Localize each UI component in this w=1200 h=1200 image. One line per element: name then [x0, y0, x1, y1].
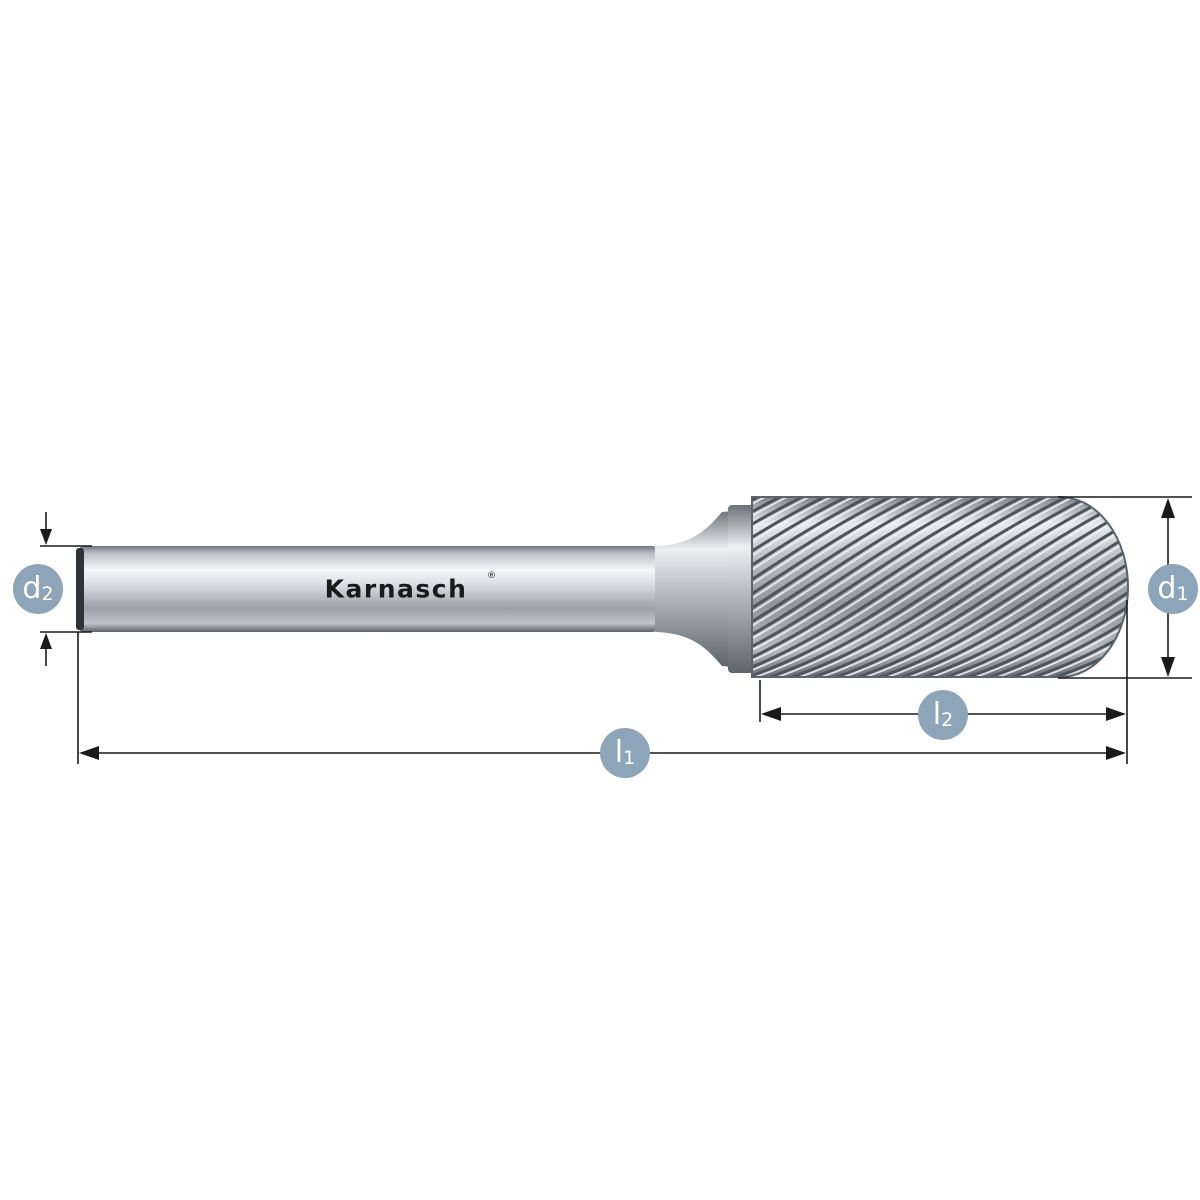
flute-edge: [752, 497, 829, 677]
flute-edge: [752, 497, 917, 677]
flute-highlight: [752, 497, 836, 677]
flute-edge: [915, 497, 1128, 677]
l2-arrow-right: [1106, 707, 1126, 721]
flute-highlight: [900, 497, 1128, 677]
d1-arrow-top: [1161, 498, 1175, 518]
svg-text:l2: l2: [933, 697, 953, 732]
flute-highlight: [1032, 497, 1128, 677]
flute-edge: [752, 497, 1005, 677]
flute-edge: [752, 497, 807, 677]
svg-text:d1: d1: [1157, 571, 1188, 606]
flute-highlight: [1010, 497, 1128, 677]
flute-edge: [871, 497, 1128, 677]
l1-label: l: [615, 735, 623, 770]
d2-label: d: [22, 571, 41, 606]
d2-subscript: 2: [41, 583, 53, 605]
flute-edge: [752, 497, 983, 677]
l2-arrow-left: [761, 707, 781, 721]
l2-label: l: [933, 697, 941, 732]
brand-registered-mark: ®: [487, 571, 496, 581]
flute-highlight: [752, 497, 814, 677]
d2-badge: d2: [13, 564, 63, 614]
flute-edge: [937, 497, 1128, 677]
svg-text:d2: d2: [22, 571, 53, 606]
l1-badge: l1: [600, 728, 650, 778]
l2-subscript: 2: [941, 709, 953, 731]
flute-highlight: [988, 497, 1128, 677]
flute-edge: [752, 497, 1071, 677]
l2-badge: l2: [918, 690, 968, 740]
d2-arrow-bottom: [40, 633, 52, 649]
flute-highlight: [752, 497, 902, 677]
flute-edge: [783, 497, 1115, 677]
flute-edge: [752, 497, 895, 677]
flute-edge: [752, 497, 961, 677]
shank-end-face: [76, 548, 84, 630]
flute-edge: [1047, 497, 1128, 677]
flute-highlight: [944, 497, 1128, 677]
flute-edge: [981, 497, 1128, 677]
flute-highlight: [856, 497, 1128, 677]
flute-highlight: [752, 497, 1078, 677]
d2-arrow-top: [40, 529, 52, 545]
flute-edge: [1025, 497, 1128, 677]
collar: [728, 505, 754, 673]
neck: [655, 510, 742, 668]
d1-arrow-bottom: [1161, 657, 1175, 677]
flute-highlight: [878, 497, 1128, 677]
flute-highlight: [752, 497, 968, 677]
flute-highlight: [768, 497, 1100, 677]
l1-subscript: 1: [623, 747, 635, 769]
flute-highlight: [966, 497, 1128, 677]
flute-edge: [959, 497, 1128, 677]
flute-edge: [761, 497, 1093, 677]
d1-label: d: [1157, 571, 1176, 606]
d1-badge: d1: [1148, 564, 1198, 614]
svg-text:l1: l1: [615, 735, 635, 770]
d1-subscript: 1: [1176, 583, 1188, 605]
flute-highlight: [752, 497, 1034, 677]
shank: [78, 546, 658, 632]
flute-highlight: [752, 497, 946, 677]
cutting-head-outline: [751, 496, 1129, 678]
flute-highlight: [752, 497, 880, 677]
flute-highlight: [752, 497, 1056, 677]
flute-edge: [849, 497, 1128, 677]
flute-highlight: [790, 497, 1122, 677]
flute-highlight: [752, 497, 1012, 677]
flute-highlight: [752, 497, 924, 677]
carbide-burr: Karnasch ®: [76, 496, 1129, 678]
flute-edge: [1003, 497, 1128, 677]
flute-highlight: [922, 497, 1128, 677]
flute-edge: [752, 497, 1027, 677]
flute-highlight: [752, 497, 858, 677]
flute-highlight: [812, 497, 1128, 677]
flute-edge: [752, 497, 873, 677]
flute-edge: [752, 497, 939, 677]
flute-edge: [805, 497, 1128, 677]
brand-logo: Karnasch: [325, 575, 468, 604]
flute-edge: [752, 497, 1049, 677]
l1-arrow-left: [79, 746, 99, 760]
flute-edge: [893, 497, 1128, 677]
flute-edge: [752, 497, 851, 677]
l1-arrow-right: [1106, 746, 1126, 760]
flute-highlight: [752, 497, 990, 677]
